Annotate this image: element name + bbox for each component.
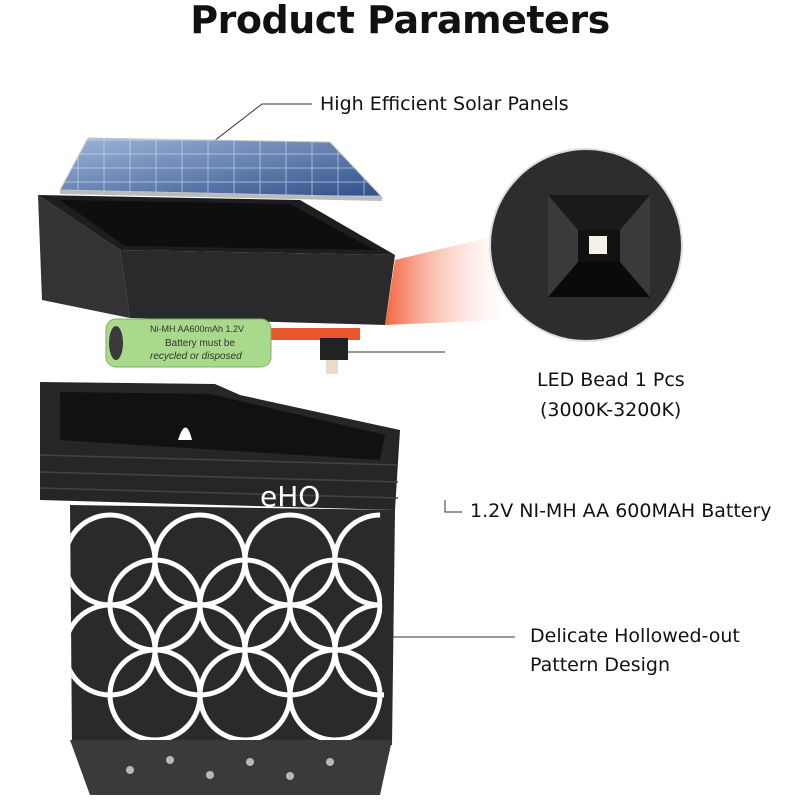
led-closeup [489,148,683,342]
leader-lines [204,103,515,638]
brand-logo: eHO [260,480,320,513]
lantern-body: eHO [39,382,400,795]
battery-print: recycled or disposed [150,351,242,362]
page-title: Product Parameters [190,0,610,42]
solar-panel [59,137,384,201]
callout-pattern-line1: Delicate Hollowed-out [530,625,740,647]
callout-led-bead: LED Bead 1 Pcs [537,369,685,391]
callout-led-temp: (3000K-3200K) [540,399,682,421]
callout-solar-panels: High Efficient Solar Panels [320,93,569,115]
battery-print: Ni-MH AA600mAh 1.2V [150,324,244,334]
callout-pattern-line2: Pattern Design [530,654,670,676]
battery-print: Battery must be [165,338,235,349]
hollow-pattern [70,512,385,740]
battery: Ni-MH AA600mAh 1.2V Battery must be recy… [105,318,272,368]
lid-housing [38,195,520,374]
callout-battery: 1.2V NI-MH AA 600MAH Battery [470,500,772,522]
